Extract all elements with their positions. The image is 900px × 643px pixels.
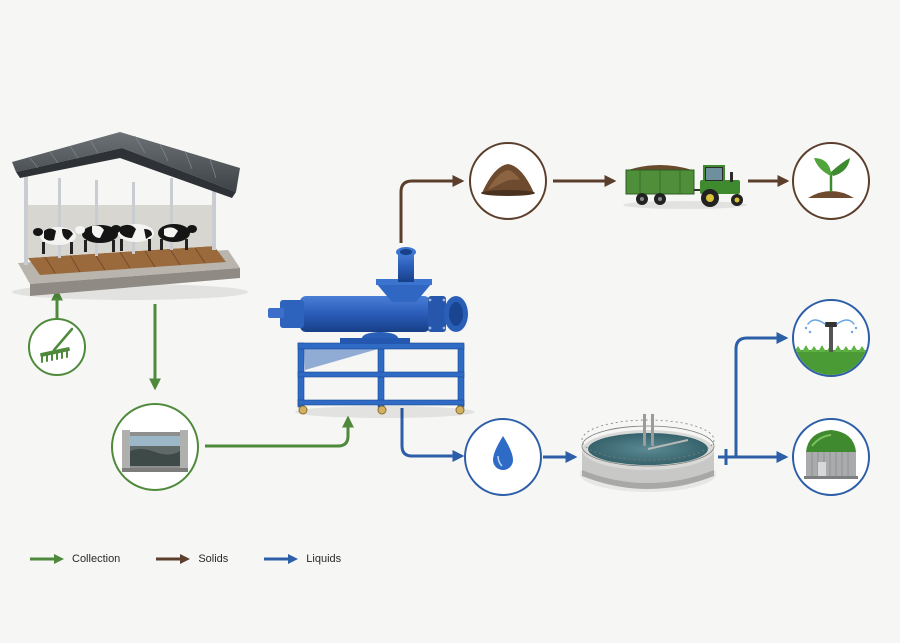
arrow-pit-to-separator	[205, 415, 354, 448]
plant-sprout-icon	[792, 142, 870, 220]
legend-arrow-brown-icon	[156, 554, 191, 564]
legend-item-collection: Collection	[30, 553, 120, 565]
collection-pit-icon	[111, 403, 199, 491]
arrow-lagoon-to-sprinkler	[734, 332, 789, 457]
barn-with-cows-icon	[12, 132, 248, 300]
liquid-drop-icon	[464, 418, 542, 496]
storage-lagoon-icon	[580, 414, 716, 492]
manure-scraper-rake-icon	[28, 318, 86, 376]
legend-label-solids: Solids	[198, 553, 229, 565]
legend: Collection Solids Liquids	[30, 553, 341, 565]
solids-pile-icon	[469, 142, 547, 220]
tractor-trailer-icon	[623, 165, 747, 209]
legend-arrow-blue-icon	[264, 554, 299, 564]
legend-label-collection: Collection	[72, 553, 121, 565]
screw-press-separator-icon	[268, 247, 475, 418]
legend-label-liquids: Liquids	[306, 553, 342, 565]
arrow-separator-to-liquid	[400, 408, 465, 462]
legend-arrow-green-icon	[30, 554, 64, 564]
irrigation-sprinkler-icon	[792, 299, 870, 377]
arrow-separator-to-solids	[399, 175, 465, 243]
legend-item-liquids: Liquids	[264, 553, 341, 565]
legend-item-solids: Solids	[156, 553, 228, 565]
biogas-digester-icon	[792, 418, 870, 496]
